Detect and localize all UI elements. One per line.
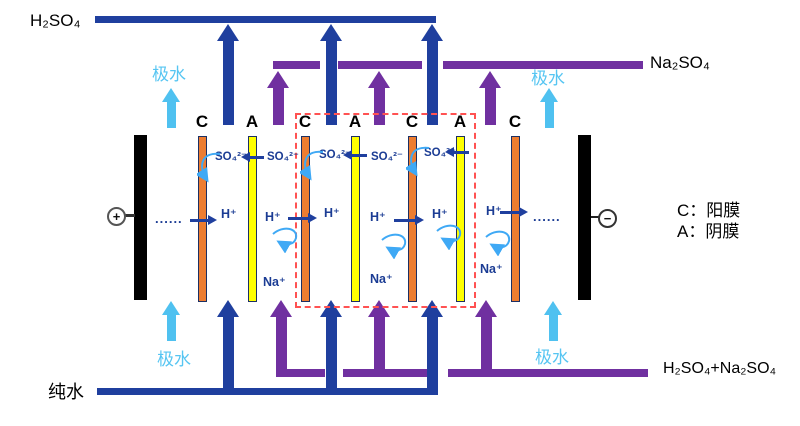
membrane-label-a1: A bbox=[245, 112, 259, 131]
pure-water-in-arrow-3 bbox=[421, 300, 443, 392]
electrode-water-label-top-right: 极水 bbox=[531, 69, 565, 88]
mixed-feed-in-arrow-2 bbox=[368, 300, 390, 377]
pure-water-pipe bbox=[97, 388, 438, 395]
h-label-2: H⁺ bbox=[265, 210, 281, 224]
h-label-6: H⁺ bbox=[486, 204, 502, 218]
anode-terminal: + bbox=[107, 207, 126, 226]
membrane-label-c4: C bbox=[508, 112, 522, 131]
acid-up-arrow-2 bbox=[320, 24, 342, 125]
anode-electrode bbox=[134, 135, 147, 300]
na-label-3: Na⁺ bbox=[480, 262, 503, 276]
h-label-5: H⁺ bbox=[432, 207, 448, 221]
cathode-terminal: − bbox=[598, 209, 617, 228]
so4-left-arrow-3 bbox=[445, 147, 469, 157]
legend-anion-membrane: A：阴膜 bbox=[677, 222, 740, 241]
legend-cation-membrane: C：阳膜 bbox=[677, 201, 741, 220]
h-label-1: H⁺ bbox=[221, 207, 237, 221]
anion-membrane-2 bbox=[351, 136, 360, 302]
na-label-1: Na⁺ bbox=[263, 275, 286, 289]
anion-membrane-1 bbox=[248, 136, 257, 302]
mixed-feed-in-arrow-1 bbox=[270, 300, 292, 377]
h-right-arrow-2 bbox=[288, 213, 317, 223]
mixed-feed-in-arrow-3 bbox=[475, 300, 497, 377]
electrode-water-arrow-top-left bbox=[162, 88, 180, 128]
pure-water-label: 纯水 bbox=[48, 382, 84, 402]
mixed-feed-label: H₂SO₄+Na₂SO₄ bbox=[663, 360, 777, 377]
salt-out-pipe-seg1 bbox=[273, 61, 320, 69]
na-label-2: Na⁺ bbox=[370, 272, 393, 286]
acid-out-label: H₂SO₄ bbox=[30, 11, 81, 30]
h-bounce-curve bbox=[436, 224, 462, 250]
h-label-3: H⁺ bbox=[324, 206, 340, 220]
acid-up-arrow-1 bbox=[217, 24, 239, 125]
membrane-label-c1: C bbox=[195, 112, 209, 131]
so4-label-4: SO₄²⁻ bbox=[371, 151, 403, 163]
cation-membrane-4 bbox=[511, 136, 520, 302]
salt-out-pipe-seg3 bbox=[443, 61, 643, 69]
so4-bounce-curve-2 bbox=[300, 150, 324, 181]
mixed-feed-pipe-seg1 bbox=[277, 369, 325, 377]
so4-bounce-curve-1 bbox=[197, 152, 221, 183]
so4-label-1: SO₄²⁻ bbox=[215, 151, 247, 163]
h-right-arrow-1 bbox=[190, 215, 217, 225]
electrode-water-label-bottom-left: 极水 bbox=[157, 350, 191, 369]
so4-left-arrow-2 bbox=[343, 150, 367, 160]
na-bounce-curve-3 bbox=[485, 230, 511, 256]
repeat-unit-box bbox=[295, 113, 476, 308]
so4-bounce-curve-3 bbox=[406, 146, 430, 177]
anode-chamber-dots: ...... bbox=[155, 211, 183, 226]
electrode-water-arrow-top-right bbox=[540, 88, 558, 128]
salt-out-label: Na₂SO₄ bbox=[650, 53, 710, 72]
h-right-arrow-3 bbox=[394, 215, 424, 225]
salt-out-pipe-seg2 bbox=[338, 61, 422, 69]
electrode-water-arrow-bottom-right bbox=[544, 301, 562, 341]
acid-out-pipe bbox=[95, 16, 436, 23]
so4-left-arrow-1 bbox=[241, 152, 264, 162]
mixed-feed-pipe-seg2 bbox=[343, 369, 427, 377]
h-right-arrow-4 bbox=[500, 207, 528, 217]
salt-up-arrow-3 bbox=[479, 71, 501, 125]
electrode-water-label-top-left: 极水 bbox=[152, 65, 186, 84]
membrane-label-a2: A bbox=[348, 112, 362, 131]
acid-up-arrow-3 bbox=[421, 24, 443, 125]
anion-membrane-3 bbox=[456, 136, 465, 302]
pure-water-in-arrow-1 bbox=[217, 300, 239, 392]
na-bounce-curve-1 bbox=[272, 227, 298, 253]
membrane-label-a3: A bbox=[453, 112, 467, 131]
membrane-label-c3: C bbox=[405, 112, 419, 131]
h-label-4: H⁺ bbox=[370, 210, 386, 224]
electrode-water-label-bottom-right: 极水 bbox=[535, 348, 569, 367]
mixed-feed-pipe-seg3 bbox=[448, 369, 648, 377]
cathode-electrode bbox=[578, 135, 591, 300]
salt-up-arrow-2 bbox=[368, 71, 390, 125]
anode-connector bbox=[122, 214, 135, 217]
membrane-label-c2: C bbox=[298, 112, 312, 131]
salt-up-arrow-1 bbox=[267, 71, 289, 125]
cathode-chamber-dots: ...... bbox=[533, 209, 561, 224]
electrode-water-arrow-bottom-left bbox=[162, 301, 180, 341]
so4-label-2: SO₄²⁻ bbox=[267, 151, 299, 163]
na-bounce-curve-2 bbox=[381, 233, 407, 259]
cathode-connector bbox=[591, 216, 600, 218]
pure-water-in-arrow-2 bbox=[320, 300, 342, 392]
